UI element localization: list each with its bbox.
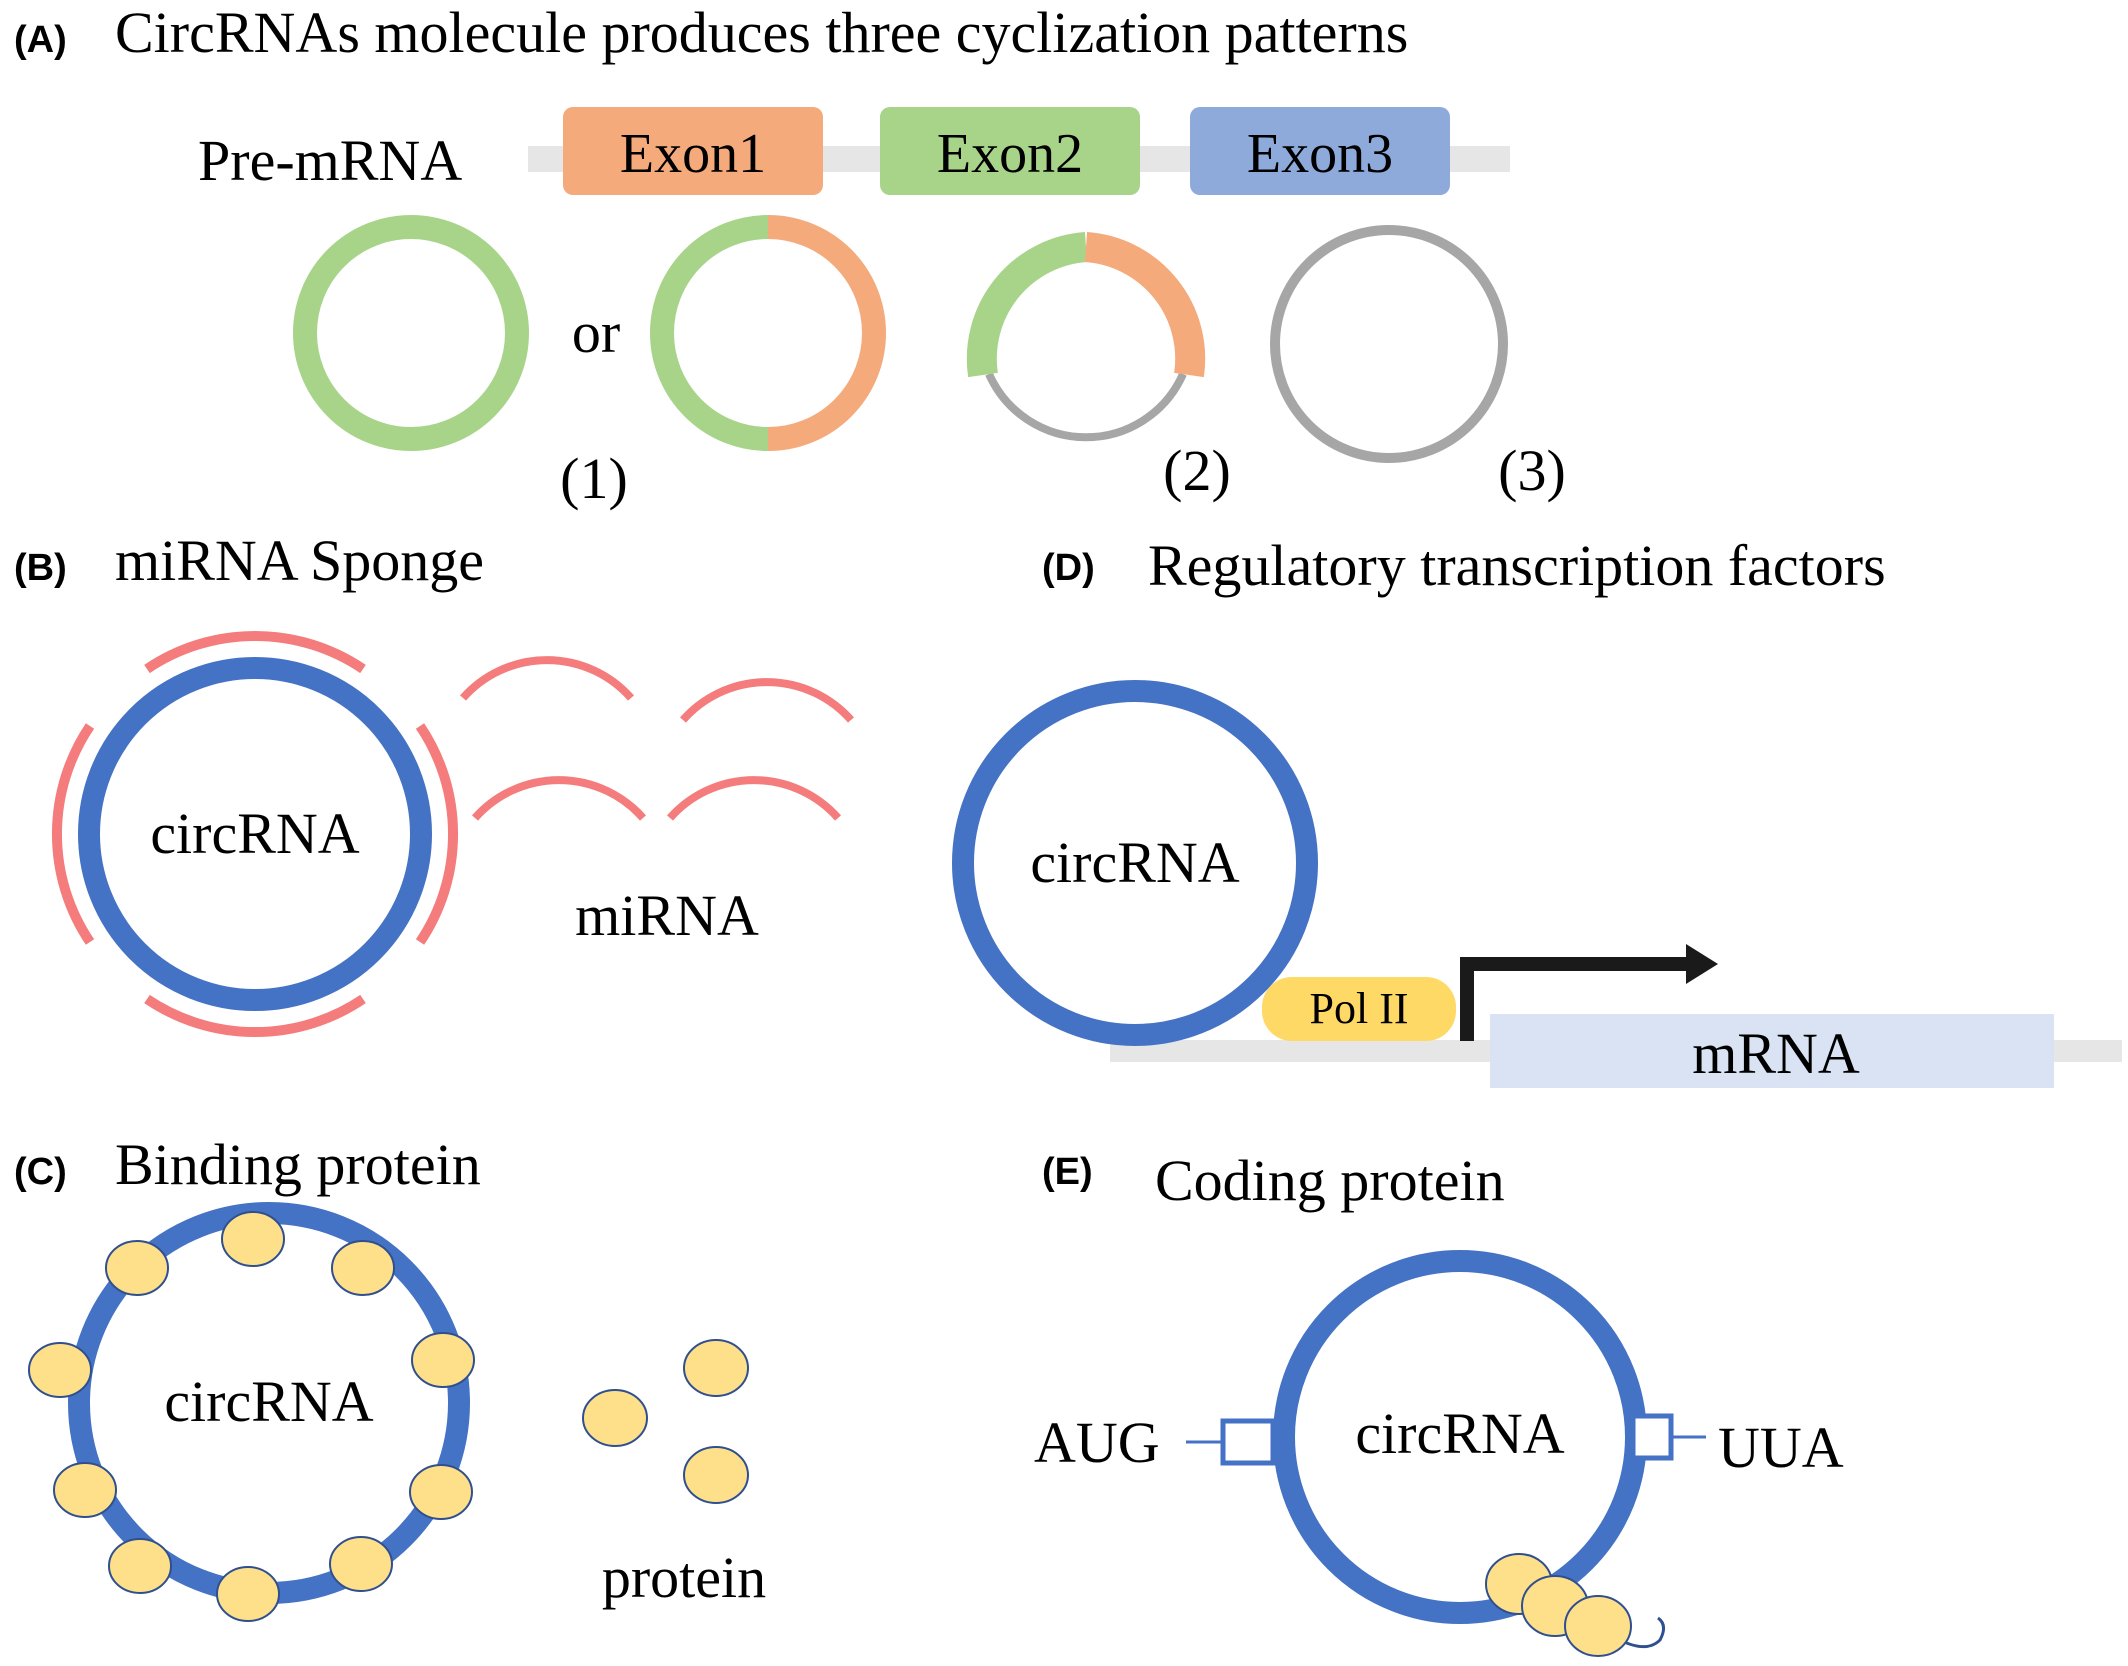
mirna-label: miRNA xyxy=(575,883,759,948)
exon1-label: Exon1 xyxy=(620,123,766,185)
panel-b-title: miRNA Sponge xyxy=(115,528,484,593)
start-codon-label: AUG xyxy=(1034,1410,1160,1475)
exon2-label: Exon2 xyxy=(937,123,1083,185)
stop-codon-label: UUA xyxy=(1718,1415,1844,1480)
panel-d-letter: (D) xyxy=(1042,547,1095,589)
coding-circrna-label: circRNA xyxy=(1355,1401,1564,1466)
panel-a-title: CircRNAs molecule produces three cycliza… xyxy=(115,0,1408,65)
bound-mirnas xyxy=(51,630,459,1038)
circ-exon2-only xyxy=(293,215,529,451)
pattern-3-label: (3) xyxy=(1498,438,1566,503)
exon2-box: Exon2 xyxy=(880,107,1140,195)
panel-b-letter: (B) xyxy=(14,547,67,589)
circ-exon-intron xyxy=(966,232,1206,442)
panel-e-title: Coding protein xyxy=(1155,1148,1505,1213)
transcription-start-arrow xyxy=(1460,944,1718,1041)
tf-circrna-ring xyxy=(952,680,1318,1046)
or-label: or xyxy=(572,300,620,365)
panel-a-letter: (A) xyxy=(14,19,67,61)
panel-c-letter: (C) xyxy=(14,1151,67,1193)
pol-ii-label: Pol II xyxy=(1310,984,1409,1033)
panel-c: (C) Binding protein circRNA protein xyxy=(14,1132,766,1622)
pol-ii-enzyme xyxy=(1262,977,1456,1041)
pattern-1-label: (1) xyxy=(560,446,628,511)
exon3-label: Exon3 xyxy=(1247,123,1393,185)
panel-e: (E) Coding protein circRNA AUG UUA xyxy=(1034,1148,1844,1657)
panel-d: (D) Regulatory transcription factors mRN… xyxy=(952,533,2122,1088)
start-codon-marker xyxy=(1186,1418,1276,1466)
panel-d-title: Regulatory transcription factors xyxy=(1148,533,1886,598)
panel-a: (A) CircRNAs molecule produces three cyc… xyxy=(14,0,1566,511)
circ-exon1-exon2 xyxy=(650,215,886,451)
panel-e-letter: (E) xyxy=(1042,1151,1093,1193)
panel-c-title: Binding protein xyxy=(115,1132,481,1197)
premrna-label: Pre-mRNA xyxy=(198,128,462,193)
pattern-2-label: (2) xyxy=(1163,438,1231,503)
circ-intron xyxy=(1270,225,1508,463)
mrna-box xyxy=(1490,1014,2054,1088)
stop-codon-marker xyxy=(1630,1413,1706,1461)
panel-b: (B) miRNA Sponge circRNA miRNA xyxy=(14,528,854,1038)
bound-proteins xyxy=(28,1211,475,1622)
tf-circrna-label: circRNA xyxy=(1030,830,1239,895)
exon3-box: Exon3 xyxy=(1190,107,1450,195)
sponge-circrna-ring xyxy=(78,657,432,1011)
sponge-circrna-label: circRNA xyxy=(150,801,359,866)
exon1-box: Exon1 xyxy=(563,107,823,195)
mrna-label: mRNA xyxy=(1692,1021,1860,1086)
ribosome-peptide xyxy=(1485,1553,1665,1657)
binding-circrna-label: circRNA xyxy=(164,1369,373,1434)
free-mirnas xyxy=(460,656,854,821)
free-proteins xyxy=(582,1339,749,1504)
protein-label: protein xyxy=(602,1545,766,1610)
